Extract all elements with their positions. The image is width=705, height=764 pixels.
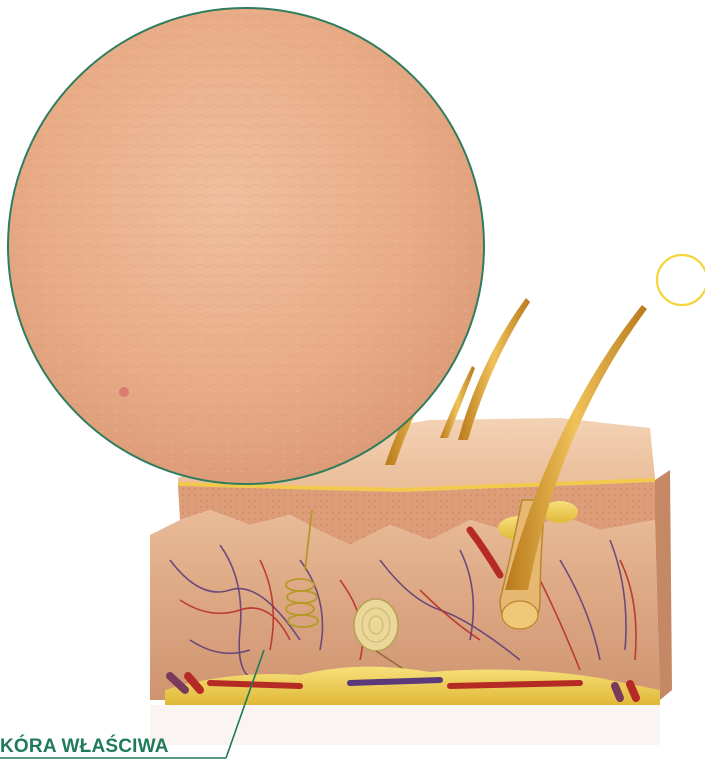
dermis-label: KÓRA WŁAŚCIWA: [0, 736, 169, 758]
indicator-ring-icon: [657, 255, 705, 305]
